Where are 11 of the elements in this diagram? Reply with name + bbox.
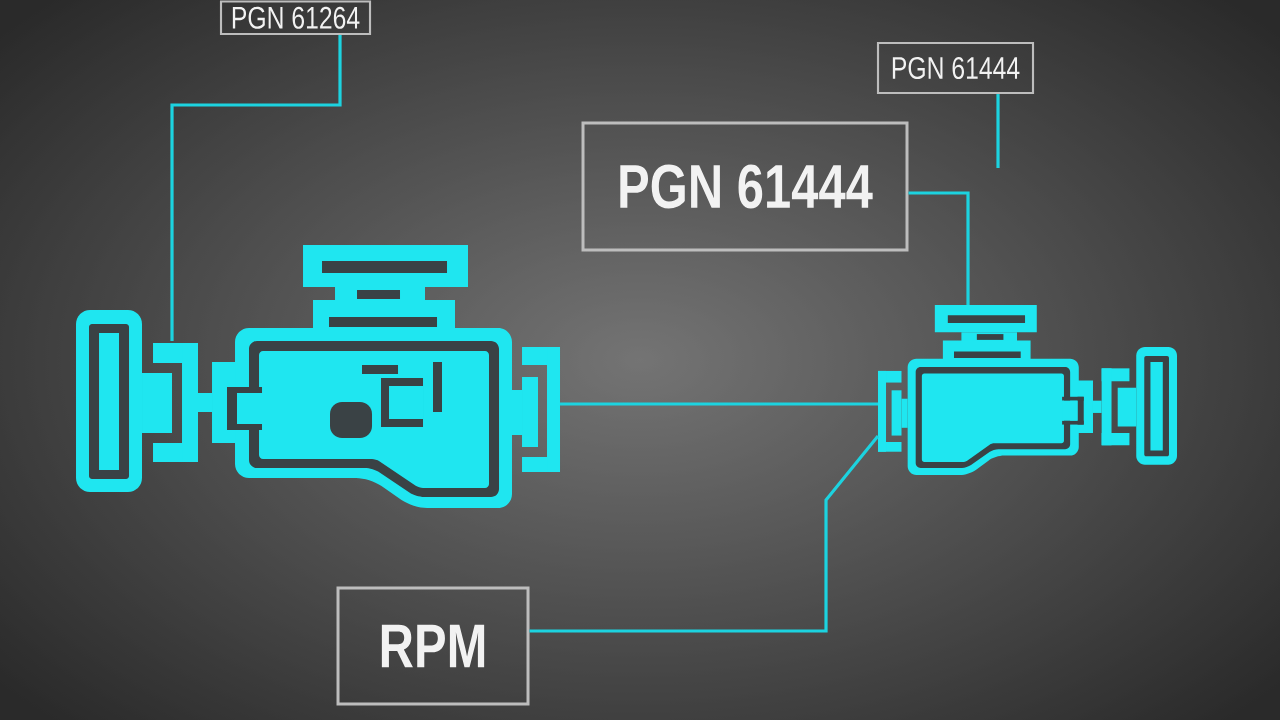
engine-icon: [76, 245, 560, 508]
engine-icon: [878, 305, 1177, 475]
leader-line: [170, 35, 342, 341]
leader-line: [529, 435, 880, 633]
connector-line: [560, 402, 878, 406]
leader-line: [996, 94, 1000, 168]
leader-line: [908, 191, 970, 305]
label-box: PGN 61264: [219, 0, 372, 36]
label-box: RPM: [336, 586, 530, 706]
label-box: PGN 61444: [581, 121, 909, 252]
label-box: PGN 61444: [876, 41, 1035, 95]
